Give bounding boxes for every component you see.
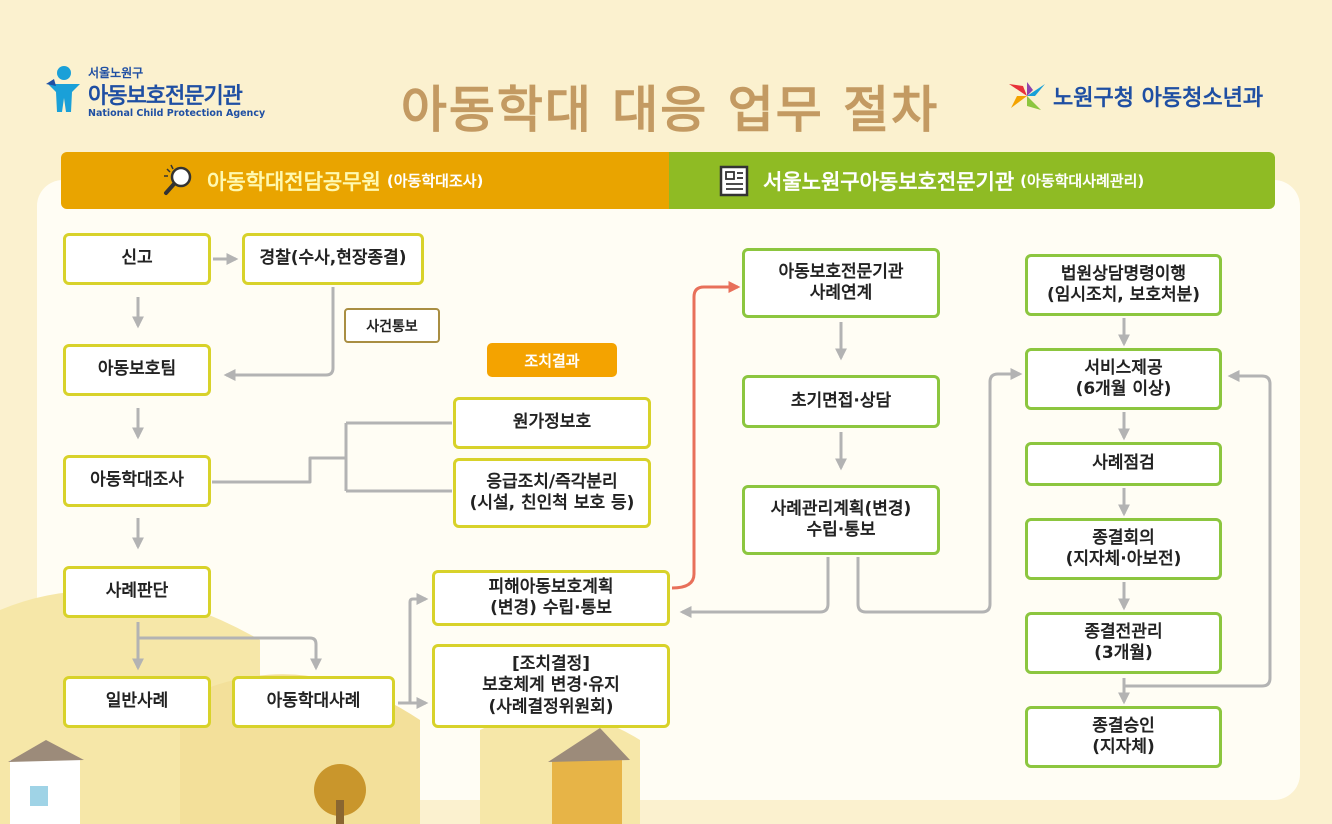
- district-logo-text: 노원구청 아동청소년과: [1053, 86, 1264, 111]
- label-action-result: 조치결과: [487, 343, 617, 377]
- node-service: 서비스제공 (6개월 이상): [1025, 348, 1222, 410]
- node-investigation: 아동학대조사: [63, 455, 211, 507]
- node-case-judgment: 사례판단: [63, 566, 211, 618]
- node-agency-link: 아동보호전문기관 사례연계: [742, 248, 940, 318]
- column-header-official: 아동학대전담공무원 (아동학대조사): [61, 152, 669, 209]
- node-police: 경찰(수사,현장종결): [242, 233, 424, 285]
- arrow-police-team: [223, 287, 335, 381]
- magnifier-icon: [164, 164, 192, 195]
- pinwheel-icon: [1009, 82, 1045, 110]
- page-title: 아동학대 대응 업무 절차: [400, 81, 940, 139]
- child-figure-icon: [46, 66, 80, 112]
- node-victim-plan: 피해아동보호계획 (변경) 수립·통보: [432, 570, 670, 626]
- arrow-abuse-plan: [398, 593, 429, 705]
- agency-logo: 서울노원구 아동보호전문기관 National Child Protection…: [44, 62, 274, 132]
- node-closing-approval: 종결승인 (지자체): [1025, 706, 1222, 768]
- column-header-agency-sub: (아동학대사례관리): [1020, 172, 1145, 190]
- column-header-official-sub: (아동학대조사): [386, 172, 484, 190]
- node-pre-closing: 종결전관리 (3개월): [1025, 612, 1222, 674]
- node-abuse-case: 아동학대사례: [232, 676, 395, 728]
- node-report: 신고: [63, 233, 211, 285]
- agency-logo-name: 아동보호전문기관: [88, 84, 243, 109]
- agency-logo-english: National Child Protection Agency: [88, 108, 266, 119]
- node-court-order: 법원상담명령이행 (임시조치, 보호처분): [1025, 254, 1222, 316]
- agency-logo-region: 서울노원구: [88, 66, 144, 80]
- arrow-judgment-split: [136, 622, 316, 668]
- node-case-plan: 사례관리계획(변경) 수립·통보: [742, 485, 940, 555]
- node-home-protection: 원가정보호: [453, 397, 651, 449]
- newspaper-icon: [719, 165, 749, 196]
- node-closing-meeting: 종결회의 (지자체·아보전): [1025, 518, 1222, 580]
- column-header-agency: 서울노원구아동보호전문기관 (아동학대사례관리): [669, 152, 1275, 209]
- node-emergency: 응급조치/즉각분리 (시설, 친인척 보호 등): [453, 458, 651, 528]
- column-header-official-title: 아동학대전담공무원: [207, 169, 381, 194]
- arrow-loop-service: [1124, 370, 1272, 688]
- node-initial-interview: 초기면접·상담: [742, 375, 940, 428]
- arrow-caseplan-service: [856, 368, 1023, 614]
- node-general-case: 일반사례: [63, 676, 211, 728]
- node-incident-notice: 사건통보: [344, 308, 440, 343]
- node-protection-team: 아동보호팀: [63, 344, 211, 396]
- arrow-victimplan-agencylink: [671, 281, 741, 590]
- line-investigation-results: [212, 421, 452, 493]
- district-logo: 노원구청 아동청소년과: [1005, 78, 1295, 112]
- arrow-caseplan-victimplan: [679, 557, 830, 618]
- node-case-check: 사례점검: [1025, 442, 1222, 486]
- column-header-agency-title: 서울노원구아동보호전문기관: [763, 169, 1015, 194]
- node-action-decision: [조치결정] 보호체계 변경·유지 (사례결정위원회): [432, 644, 670, 728]
